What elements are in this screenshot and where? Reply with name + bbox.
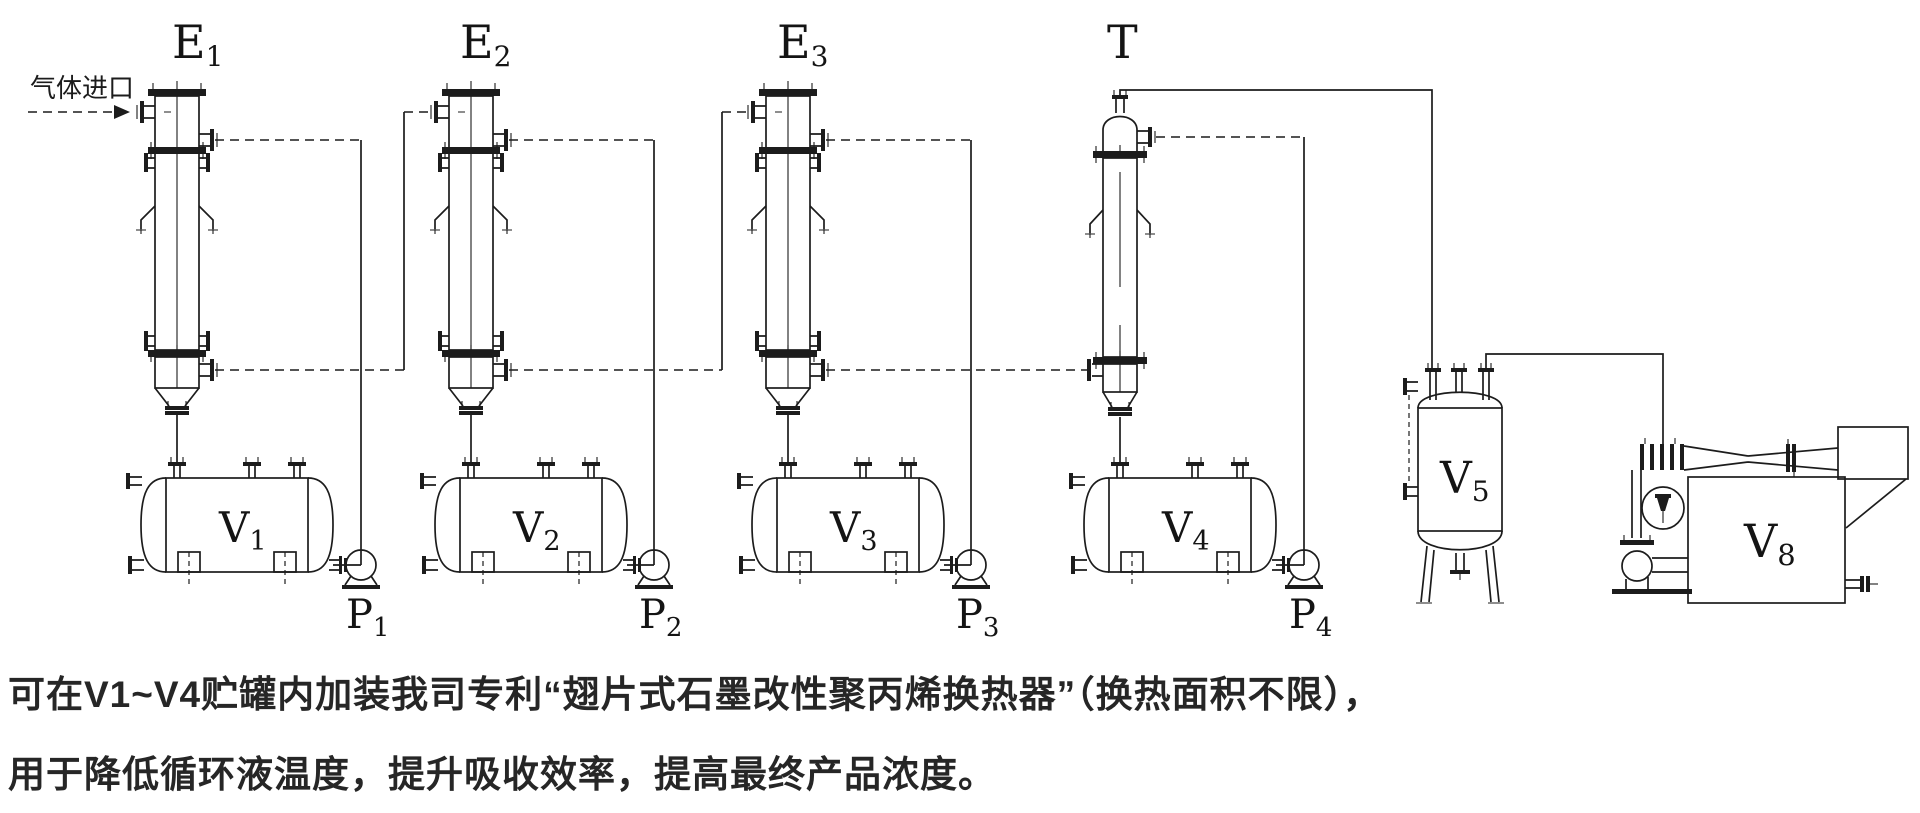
unit-v8 bbox=[1612, 426, 1909, 604]
label-t: T bbox=[1107, 15, 1138, 69]
label-e3: E3 bbox=[777, 15, 828, 73]
label-p3: P3 bbox=[956, 592, 999, 643]
pipe-e1-to-e2-gas bbox=[215, 111, 434, 371]
label-v8: V8 bbox=[1743, 514, 1796, 572]
column-t bbox=[1085, 90, 1156, 416]
label-v5: V5 bbox=[1439, 453, 1490, 508]
label-v1: V1 bbox=[218, 503, 267, 557]
column-e3 bbox=[746, 80, 830, 463]
label-e2: E2 bbox=[460, 15, 511, 73]
pipe-v5-to-v8 bbox=[1485, 353, 1664, 444]
label-p2: P2 bbox=[639, 592, 682, 643]
gas-inlet-arrowhead bbox=[114, 105, 130, 119]
label-v4: V4 bbox=[1161, 503, 1210, 557]
note-line-2: 用于降低循环液温度，提升吸收效率，提高最终产品浓度。 bbox=[8, 754, 996, 795]
pipe-p2-to-e2 bbox=[509, 139, 655, 565]
label-p1: P1 bbox=[346, 592, 389, 643]
column-e1 bbox=[135, 80, 219, 463]
label-e1: E1 bbox=[172, 15, 223, 73]
pipe-gas-inlet bbox=[28, 105, 130, 119]
pipe-p1-to-e1 bbox=[215, 139, 362, 565]
label-v2: V2 bbox=[512, 503, 561, 557]
pipe-p3-to-e3 bbox=[826, 139, 972, 565]
gas-inlet-label: 气体进口 bbox=[30, 73, 134, 103]
pipe-e2-to-e3-gas bbox=[509, 111, 747, 371]
pipe-p4-to-t bbox=[1156, 136, 1305, 565]
note-line-1: 可在V1~V4贮罐内加装我司专利“翅片式石墨改性聚丙烯换热器”（换热面积不限）， bbox=[8, 674, 1382, 715]
column-e2 bbox=[429, 80, 513, 463]
pipe-t-to-v5 bbox=[1119, 89, 1433, 368]
vessel-v5 bbox=[1403, 363, 1504, 604]
label-p4: P4 bbox=[1289, 592, 1332, 643]
label-v3: V3 bbox=[829, 503, 878, 557]
